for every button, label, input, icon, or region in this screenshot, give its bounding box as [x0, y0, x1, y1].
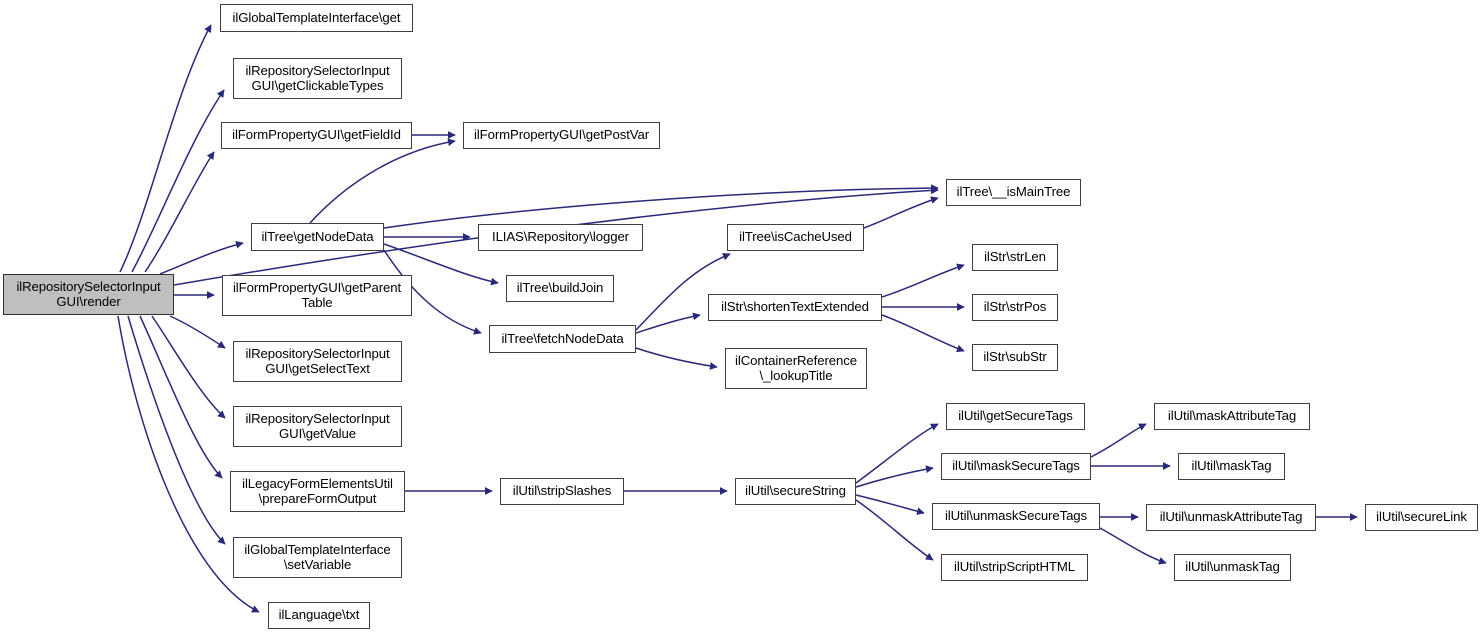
node-langTxt[interactable]: ilLanguage\txt: [268, 602, 370, 629]
node-getSecureTags[interactable]: ilUtil\getSecureTags: [946, 403, 1085, 430]
node-getFieldId[interactable]: ilFormPropertyGUI\getFieldId: [221, 122, 412, 149]
node-getSelectText[interactable]: ilRepositorySelectorInput GUI\getSelectT…: [233, 341, 402, 382]
node-unmaskAttributeTag[interactable]: ilUtil\unmaskAttributeTag: [1146, 504, 1316, 531]
node-strPos[interactable]: ilStr\strPos: [972, 294, 1058, 321]
node-getNodeData[interactable]: ilTree\getNodeData: [251, 223, 384, 251]
edge-isCacheUsed-to-isMainTree: [863, 196, 939, 229]
node-unmaskSecureTags[interactable]: ilUtil\unmaskSecureTags: [932, 503, 1100, 530]
node-maskSecureTags[interactable]: ilUtil\maskSecureTags: [941, 453, 1091, 480]
node-stripSlashes[interactable]: ilUtil\stripSlashes: [500, 478, 624, 505]
edge-render-to-getNodeData: [159, 240, 244, 275]
node-getPostVar[interactable]: ilFormPropertyGUI\getPostVar: [463, 122, 660, 149]
node-subStr[interactable]: ilStr\subStr: [972, 344, 1058, 371]
node-getValue[interactable]: ilRepositorySelectorInput GUI\getValue: [233, 406, 402, 447]
node-maskTag[interactable]: ilUtil\maskTag: [1178, 453, 1285, 480]
edge-render-to-prepareFormOutput: [139, 315, 223, 479]
node-strLen[interactable]: ilStr\strLen: [972, 244, 1058, 271]
edge-secureString-to-getSecureTags: [855, 423, 939, 484]
edge-getNodeData-to-isMainTree: [383, 184, 939, 229]
edge-secureString-to-unmaskSecureTags: [855, 494, 925, 515]
edge-render-to-getFieldId: [144, 151, 215, 273]
node-getClickableTypes[interactable]: ilRepositorySelectorInput GUI\getClickab…: [233, 58, 402, 99]
edge-unmaskSecureTags-to-unmaskTag: [1099, 527, 1167, 565]
node-isMainTree[interactable]: ilTree\__isMainTree: [946, 179, 1081, 206]
edge-secureString-to-stripScriptHTML: [855, 499, 934, 561]
edge-secureString-to-maskSecureTags: [855, 465, 934, 488]
node-shortenTextExtended[interactable]: ilStr\shortenTextExtended: [708, 294, 882, 321]
node-unmaskTag[interactable]: ilUtil\unmaskTag: [1174, 554, 1291, 581]
edge-render-to-getClickableTypes: [131, 89, 225, 273]
edge-fetchNodeData-to-lookupTitle: [635, 347, 718, 370]
edge-render-to-getValue: [151, 315, 226, 419]
edge-render-to-getSelectText: [169, 315, 226, 349]
node-render[interactable]: ilRepositorySelectorInput GUI\render: [3, 274, 174, 315]
node-stripScriptHTML[interactable]: ilUtil\stripScriptHTML: [941, 554, 1088, 581]
node-secureString[interactable]: ilUtil\secureString: [735, 478, 856, 505]
node-fetchNodeData[interactable]: ilTree\fetchNodeData: [489, 325, 636, 353]
node-repoLogger[interactable]: ILIAS\Repository\logger: [478, 224, 643, 251]
node-getParentTable[interactable]: ilFormPropertyGUI\getParent Table: [222, 275, 412, 316]
node-maskAttributeTag[interactable]: ilUtil\maskAttributeTag: [1154, 403, 1310, 430]
edge-shortenTextExtended-to-strLen: [881, 263, 965, 298]
edge-render-to-gtiGet: [119, 24, 212, 273]
node-secureLink[interactable]: ilUtil\secureLink: [1365, 504, 1478, 531]
node-gtiGet[interactable]: ilGlobalTemplateInterface\get: [220, 4, 413, 32]
edge-shortenTextExtended-to-subStr: [881, 314, 965, 353]
edge-render-to-setVariable: [127, 315, 226, 545]
edge-maskSecureTags-to-maskAttributeTag: [1090, 423, 1147, 458]
node-buildJoin[interactable]: ilTree\buildJoin: [506, 275, 614, 302]
node-lookupTitle[interactable]: ilContainerReference \_lookupTitle: [725, 348, 867, 389]
node-prepareFormOutput[interactable]: ilLegacyFormElementsUtil \prepareFormOut…: [230, 471, 405, 512]
edge-fetchNodeData-to-shortenTextExtended: [635, 312, 701, 334]
node-setVariable[interactable]: ilGlobalTemplateInterface \setVariable: [233, 537, 402, 578]
edge-getNodeData-to-getPostVar: [309, 138, 456, 224]
node-isCacheUsed[interactable]: ilTree\isCacheUsed: [727, 224, 864, 251]
